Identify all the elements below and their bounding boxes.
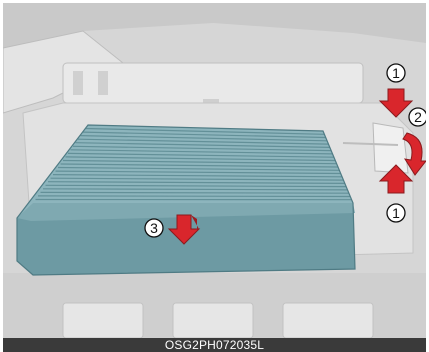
cabin-filter-illustration: 1 2 1: [3, 3, 426, 338]
step-1-top-label: 1: [392, 65, 400, 81]
figure-caption: OSG2PH072035L: [165, 338, 264, 352]
step-3-label: 3: [150, 220, 158, 236]
filter-pleat: [38, 196, 350, 197]
step-1-bottom-label: 1: [392, 205, 400, 221]
filter-pleat: [41, 192, 349, 193]
caption-bar: OSG2PH072035L: [3, 338, 426, 352]
step-2-label: 2: [414, 109, 422, 125]
